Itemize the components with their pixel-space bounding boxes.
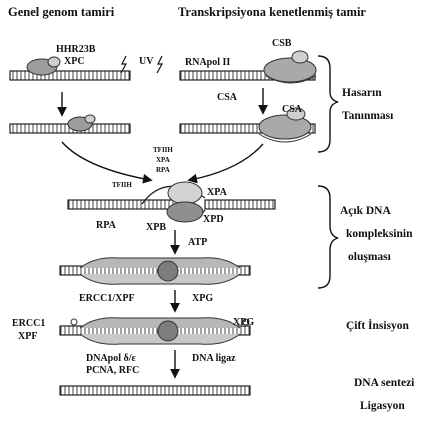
label-xpa-top: XPA [156, 156, 170, 164]
label-xpb: XPB [146, 222, 166, 233]
label-xpg-right: XPG [233, 317, 254, 328]
dna-strand-right-row1 [179, 70, 316, 81]
label-rpa-top: RPA [156, 166, 170, 174]
label-atp: ATP [188, 237, 207, 248]
label-pcna-rfc: PCNA, RFC [86, 365, 139, 376]
label-xpc: XPC [64, 56, 85, 67]
label-csb: CSB [272, 38, 292, 49]
label-uv: UV [139, 56, 154, 67]
label-dna-ligase: DNA ligaz [192, 353, 236, 364]
stage-synthesis-line2: Ligasyon [360, 400, 405, 412]
label-xpd: XPD [203, 214, 224, 225]
uv-lightning-icon-2 [156, 55, 164, 74]
label-tfiih-mid: TFIIH [112, 181, 132, 189]
xpc-bound-shape [67, 114, 96, 132]
label-rnapol2: RNApol II [185, 57, 230, 68]
stage-synthesis-line1: DNA sentezi [354, 377, 415, 389]
arrow-converge-left [61, 141, 153, 184]
header-global-genome-repair: Genel genom tamiri [8, 5, 115, 19]
dna-strand-right-row2 [179, 123, 316, 134]
label-xpg-mid: XPG [192, 293, 213, 304]
stage-dual-incision: Çift İnsisyon [346, 318, 410, 332]
label-dnapol: DNApol δ/ε [86, 353, 136, 364]
dna-strand-row3 [67, 199, 179, 210]
dna-strand-row3-b [204, 199, 276, 210]
stage-open-complex-line1: Açık DNA [340, 205, 391, 217]
label-hhr23b: HHR23B [56, 44, 96, 55]
brace-recognition [317, 55, 339, 153]
dna-strand-row6 [59, 385, 251, 396]
rnapol2-csb-complex-shape [263, 50, 317, 84]
label-ercc1: ERCC1 [12, 318, 45, 329]
header-transcription-coupled-repair: Transkripsiyona kenetlenmiş tamir [178, 5, 366, 19]
xpc-hhr23b-complex-shape [26, 56, 61, 76]
label-xpa-mid: XPA [207, 187, 228, 198]
label-rpa-mid: RPA [96, 220, 117, 231]
brace-open-complex [317, 185, 339, 289]
stage-open-complex-line3: oluşması [348, 251, 392, 263]
label-tfiih-top: TFIIH [153, 146, 173, 154]
stage-recognition-line1: Hasarın [342, 87, 382, 99]
arrow-converge-right [187, 143, 264, 184]
stage-recognition-line2: Tanınması [342, 110, 394, 122]
label-csa-left: CSA [217, 92, 238, 103]
dna-strand-left-row1 [9, 70, 131, 81]
label-csa-right: CSA [282, 104, 303, 115]
label-xpf: XPF [18, 331, 37, 342]
stage-open-complex-line2: kompleksinin [346, 228, 413, 240]
uv-lightning-icon [120, 55, 128, 74]
tfiih-open-complex-shape [141, 181, 206, 223]
open-bubble-complex-shape [79, 257, 241, 285]
csa-csb-complex-shape [258, 107, 312, 143]
label-ercc1-xpf: ERCC1/XPF [79, 293, 135, 304]
incision-complex-shape [70, 317, 250, 345]
